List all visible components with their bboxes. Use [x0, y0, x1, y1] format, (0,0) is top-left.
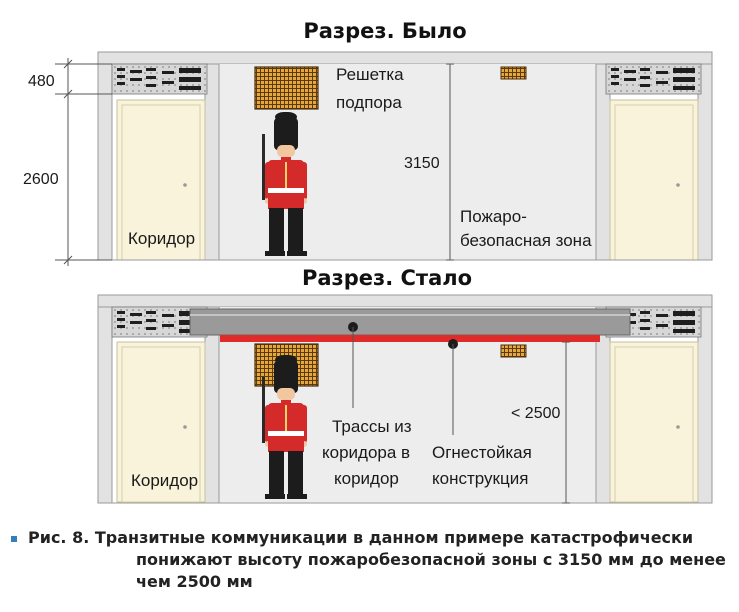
small-grille-icon [500, 66, 527, 80]
vent-icon [111, 63, 208, 95]
small-grille-icon [500, 344, 527, 358]
transit-duct-icon [189, 308, 631, 336]
fireproof-structure-line [220, 335, 600, 342]
zone-label-line2: безопасная зона [460, 231, 592, 250]
after-title: Разрез. Стало [302, 266, 472, 290]
supply-grille-icon [254, 66, 319, 110]
before-section: Решетка подпора 3150 Пожаро- безопасная … [97, 51, 713, 261]
after-section: Трассы из коридора в коридор Огнестойкая… [97, 294, 713, 504]
caption-bullet-icon [11, 536, 17, 542]
after-corridor-label: Коридор [131, 471, 198, 490]
dim-480-label: 480 [28, 73, 55, 90]
fireproof-label-line2: конструкция [432, 469, 528, 488]
grille-label-line2: подпора [336, 93, 402, 112]
fireproof-label-line1: Огнестойкая [432, 443, 532, 462]
before-corridor-label: Коридор [128, 229, 195, 248]
routes-label-line1: Трассы из [332, 417, 412, 436]
caption-line1: Рис. 8. Транзитные коммуникации в данном… [28, 528, 694, 547]
routes-label-line3: коридор [334, 469, 399, 488]
left-dimensions [55, 58, 112, 266]
routes-label-line2: коридора в [322, 443, 410, 462]
height-3150-label: 3150 [404, 155, 440, 172]
caption-line2: понижают высоту пожаробезопасной зоны с … [136, 550, 726, 569]
zone-label-line1: Пожаро- [460, 207, 527, 226]
dim-2600-label: 2600 [23, 171, 59, 188]
door-icon [609, 341, 699, 503]
caption-line3: чем 2500 мм [136, 572, 253, 591]
vent-icon [605, 63, 702, 95]
before-title: Разрез. Было [303, 19, 466, 43]
height-2500-label: < 2500 [511, 405, 560, 422]
grille-label-line1: Решетка [336, 65, 404, 84]
door-icon [609, 99, 699, 261]
caption-text: Рис. 8. Транзитные коммуникации в данном… [28, 527, 728, 593]
